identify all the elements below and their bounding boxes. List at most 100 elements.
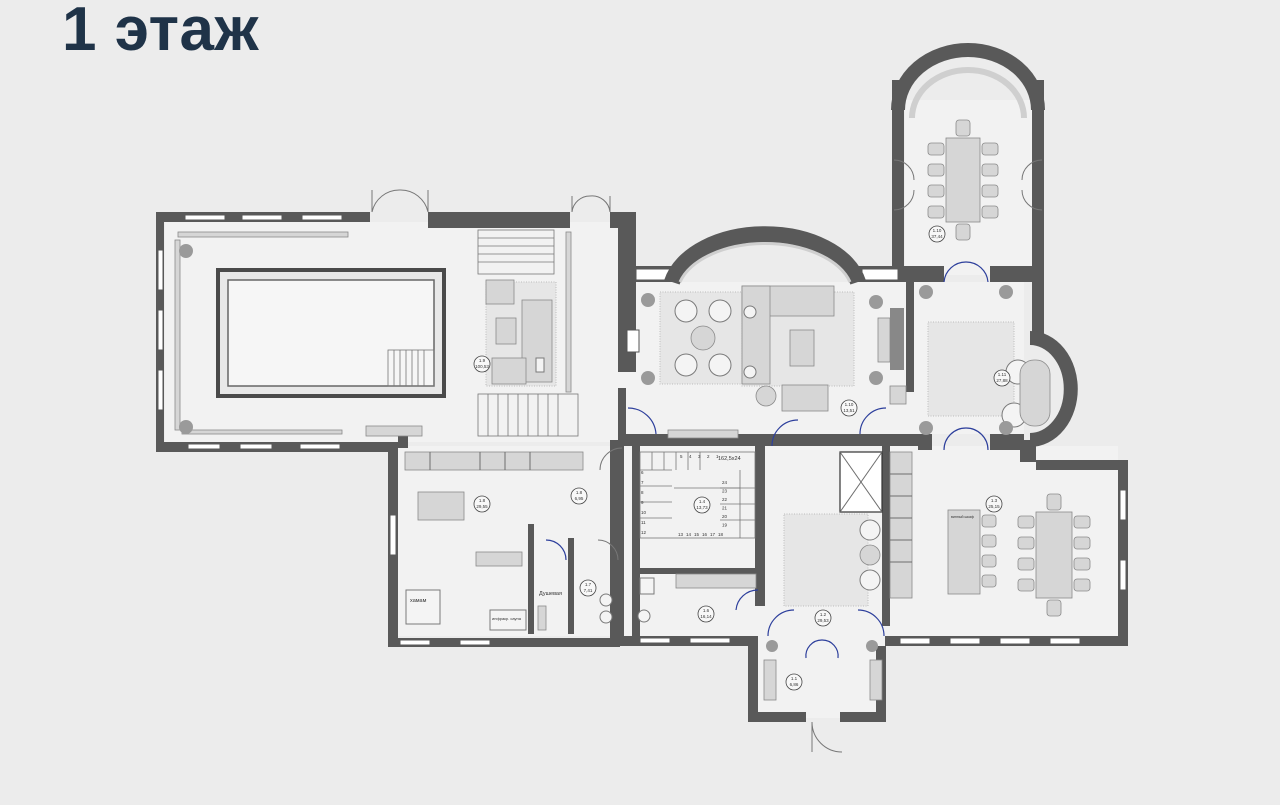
stair-step-number: 14 xyxy=(686,532,692,537)
window xyxy=(157,309,164,351)
plant-icon xyxy=(641,371,655,385)
appliance-label: винный шкаф xyxy=(951,515,974,519)
chair xyxy=(1073,578,1091,592)
living-room xyxy=(626,285,907,447)
svg-text:6,95: 6,95 xyxy=(575,496,584,501)
svg-text:1.7: 1.7 xyxy=(585,582,592,587)
wall xyxy=(428,212,570,228)
chair xyxy=(981,184,999,198)
room-tag: 1.10 37,44 xyxy=(928,225,946,243)
wall xyxy=(990,266,1032,282)
stair-step-number: 8 xyxy=(641,490,644,495)
chair xyxy=(1046,599,1062,617)
stair-step-number: 11 xyxy=(641,520,646,525)
window xyxy=(301,214,343,221)
svg-text:27,88: 27,88 xyxy=(996,378,1008,383)
svg-text:16,14: 16,14 xyxy=(700,614,712,619)
window xyxy=(389,514,397,556)
svg-text:1.11: 1.11 xyxy=(998,372,1007,377)
room-tag: 1.2 29,53 xyxy=(814,609,832,627)
wall xyxy=(398,434,408,448)
wall xyxy=(618,212,636,282)
stair-step-number: 18 xyxy=(718,532,724,537)
wall xyxy=(640,568,755,574)
window xyxy=(299,443,341,450)
window xyxy=(399,639,431,646)
lamp xyxy=(535,357,545,373)
pool-steps xyxy=(387,349,435,387)
wall xyxy=(748,636,758,722)
wall xyxy=(748,712,806,722)
cabinet xyxy=(889,385,907,405)
hall-kitchen: винный шкаф xyxy=(637,451,1091,637)
armchair-icon xyxy=(859,519,881,541)
window xyxy=(239,443,273,450)
wall xyxy=(568,538,574,634)
armchair-icon xyxy=(674,299,698,323)
room-tag: 1.8 29,55 xyxy=(473,495,491,513)
wall xyxy=(906,282,914,392)
svg-text:13,73: 13,73 xyxy=(696,505,708,510)
bar-stool xyxy=(981,514,997,528)
stair-step-number: 19 xyxy=(722,523,728,528)
coffee-table xyxy=(690,325,716,351)
wall xyxy=(610,440,624,645)
plant-icon xyxy=(869,295,883,309)
wall xyxy=(904,266,944,282)
window xyxy=(1049,637,1081,645)
pouf xyxy=(755,385,777,407)
wall xyxy=(618,636,758,646)
armchair-icon xyxy=(708,353,732,377)
stair-step-number: 1 xyxy=(716,454,719,459)
wall xyxy=(755,446,765,606)
bar-stool xyxy=(981,574,997,588)
sink-icon xyxy=(637,609,651,623)
plant-icon xyxy=(766,640,778,652)
bench xyxy=(667,429,739,439)
main-staircase: 162,5х24 xyxy=(639,451,756,539)
sink-icon xyxy=(599,610,613,624)
chair xyxy=(981,163,999,177)
entrance xyxy=(763,639,883,753)
heater-box xyxy=(489,609,527,631)
window xyxy=(861,268,899,281)
exercise-bench-icon xyxy=(475,551,523,567)
window xyxy=(187,443,221,450)
stair-step-number: 20 xyxy=(722,514,728,519)
chair xyxy=(1073,515,1091,529)
stair-step-number: 7 xyxy=(641,480,644,485)
window xyxy=(157,249,164,291)
bench xyxy=(365,425,423,437)
window xyxy=(639,637,671,644)
room-tag: 1.3 25,15 xyxy=(985,495,1003,513)
shower-label: Душевая xyxy=(539,591,562,597)
exterior-doors xyxy=(371,159,1043,471)
stair-step-number: 16 xyxy=(702,532,708,537)
kitchen-island xyxy=(947,509,981,595)
window xyxy=(184,214,226,221)
stair-step-number: 12 xyxy=(641,530,647,535)
toilet-icon xyxy=(639,577,655,595)
wall xyxy=(618,434,918,446)
bar-stool xyxy=(981,534,997,548)
wall xyxy=(918,434,932,450)
wall-rail xyxy=(174,239,181,431)
wall xyxy=(388,638,620,647)
window xyxy=(949,637,981,645)
chair xyxy=(955,119,971,137)
windows xyxy=(157,214,1127,646)
room-tag: 1.6 16,14 xyxy=(697,605,715,623)
wall xyxy=(618,282,636,372)
svg-text:1.6: 1.6 xyxy=(703,608,710,613)
svg-text:1.10: 1.10 xyxy=(933,228,942,233)
dining-table xyxy=(945,137,981,223)
stair-step-number: 6 xyxy=(641,470,644,475)
svg-text:29,53: 29,53 xyxy=(817,618,829,623)
svg-text:7,41: 7,41 xyxy=(584,588,593,593)
window xyxy=(459,639,491,646)
svg-text:1.9: 1.9 xyxy=(479,358,486,363)
shoe-cabinet xyxy=(675,573,757,589)
shower-tray xyxy=(537,605,547,631)
